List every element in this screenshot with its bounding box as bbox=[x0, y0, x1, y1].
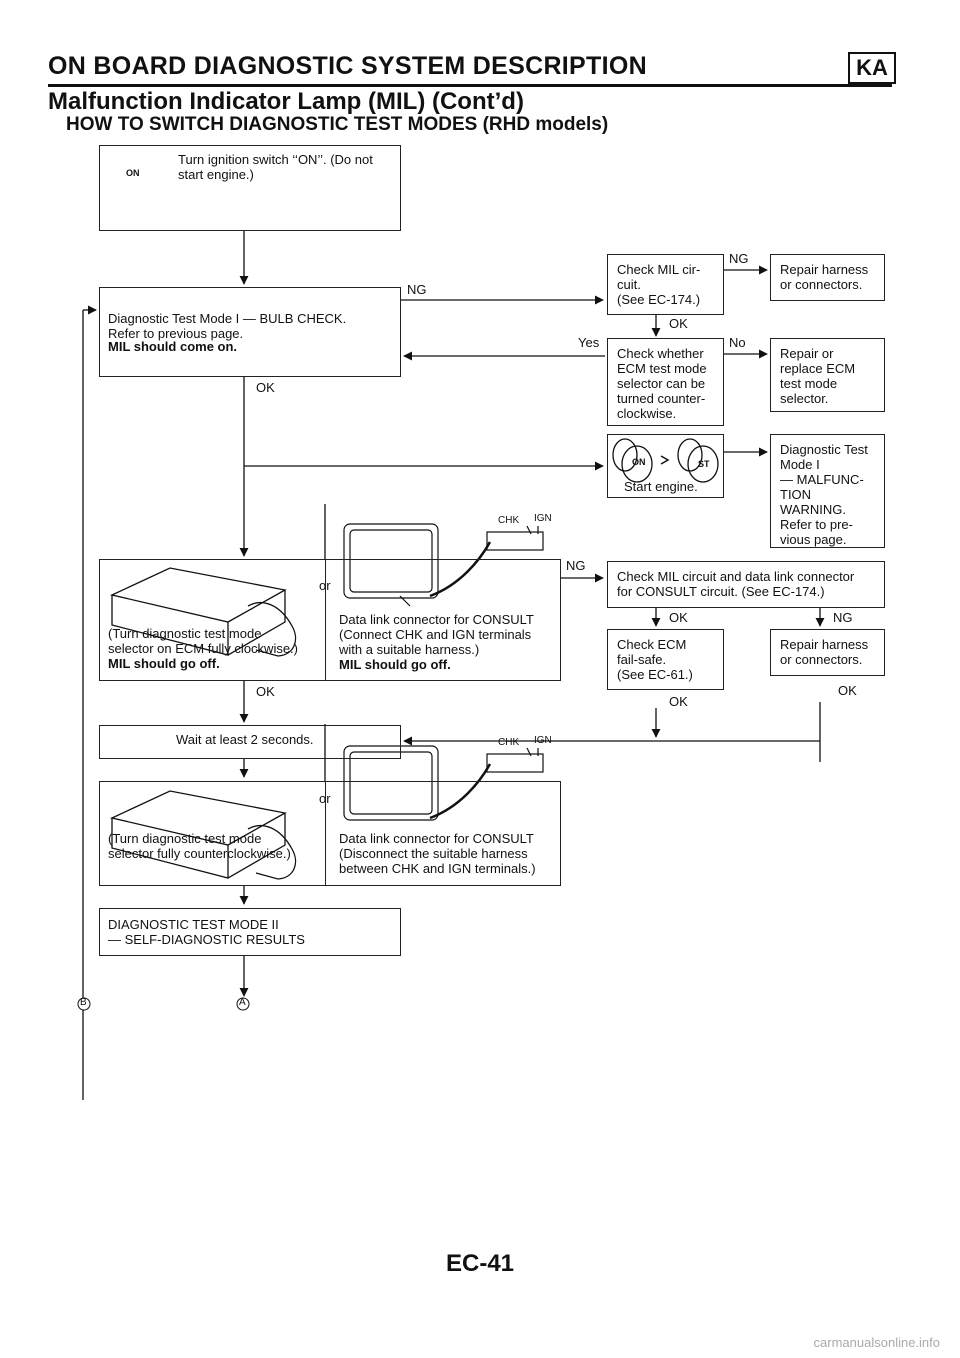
mode1-bulb-check-text: Diagnostic Test Mode I — BULB CHECK. Ref… bbox=[108, 311, 347, 341]
mil-go-off-divider bbox=[325, 559, 326, 681]
mode2-text: DIAGNOSTIC TEST MODE II — SELF-DIAGNOSTI… bbox=[108, 917, 305, 947]
check-selector-box bbox=[607, 338, 724, 426]
mode1-ok-label: OK bbox=[256, 380, 275, 395]
engine-badge: KA bbox=[848, 52, 896, 84]
turn-clockwise-mil-off: MIL should go off. bbox=[108, 656, 220, 671]
turn-ccw-text: (Turn diagnostic test mode selector full… bbox=[108, 831, 291, 861]
wait-box bbox=[99, 725, 401, 759]
check-mil-ok-label: OK bbox=[669, 316, 688, 331]
no-label: No bbox=[729, 335, 746, 350]
check-ecm-failsafe-box bbox=[607, 629, 724, 690]
mode2-box bbox=[99, 908, 401, 956]
repair-harness-text-2: Repair harness or connectors. bbox=[780, 637, 869, 667]
check-ecm-ok-label: OK bbox=[669, 694, 688, 709]
mode1-mil-on-text: MIL should come on. bbox=[108, 339, 238, 354]
turn-ccw-box bbox=[99, 781, 561, 886]
repair-ecm-selector-box bbox=[770, 338, 885, 412]
yes-label: Yes bbox=[578, 335, 600, 350]
or-label-2: or bbox=[319, 791, 331, 806]
start-engine-text: Start engine. bbox=[624, 479, 698, 494]
check-mil-circuit-text: Check MIL cir- cuit. (See EC-174.) bbox=[617, 262, 701, 307]
header-title: ON BOARD DIAGNOSTIC SYSTEM DESCRIPTION bbox=[48, 52, 647, 80]
check-mil-consult-text: Check MIL circuit and data link connecto… bbox=[617, 569, 855, 599]
header-rule bbox=[48, 84, 892, 87]
check-mil-circuit-box bbox=[607, 254, 724, 315]
check-mil-ng-label: NG bbox=[729, 251, 749, 266]
watermark: carmanualsonline.info bbox=[813, 1335, 940, 1350]
check-ecm-failsafe-text: Check ECM fail-safe. (See EC-61.) bbox=[617, 637, 693, 682]
mil-go-off-ng-label: NG bbox=[566, 558, 586, 573]
ignition-on-box bbox=[99, 145, 401, 231]
header-subtitle: Malfunction Indicator Lamp (MIL) (Cont’d… bbox=[48, 88, 524, 115]
consult-disconnect-text: Data link connector for CONSULT (Disconn… bbox=[339, 831, 536, 876]
repair-harness-box-2 bbox=[770, 629, 885, 676]
mode1-ng-label: NG bbox=[407, 282, 427, 297]
start-key-on-label: ON bbox=[632, 457, 646, 467]
turn-ccw-divider bbox=[325, 781, 326, 886]
consult-connect-mil-off: MIL should go off. bbox=[339, 657, 451, 672]
chk-label-2: CHK bbox=[498, 737, 520, 748]
ign-label-1: IGN bbox=[534, 513, 552, 524]
start-key-st-label: ST bbox=[698, 459, 710, 469]
page-number: EC-41 bbox=[445, 1250, 515, 1277]
repair-harness-box-1 bbox=[770, 254, 885, 301]
connector-a-label: A bbox=[239, 997, 246, 1008]
ign-label-2: IGN bbox=[534, 735, 552, 746]
repair-harness-text-1: Repair harness or connectors. bbox=[780, 262, 869, 292]
check-selector-text: Check whether ECM test mode selector can… bbox=[617, 346, 707, 421]
wait-text: Wait at least 2 seconds. bbox=[176, 732, 314, 747]
mil-go-off-ok-label: OK bbox=[256, 684, 275, 699]
ignition-on-text: Turn ignition switch ‘‘ON’’. (Do not sta… bbox=[178, 152, 373, 182]
consult-connect-text: Data link connector for CONSULT (Connect… bbox=[339, 612, 534, 657]
turn-clockwise-text: (Turn diagnostic test mode selector on E… bbox=[108, 626, 298, 656]
ignition-key-on-label: ON bbox=[126, 168, 140, 178]
check-mil-consult-ng-label: NG bbox=[833, 610, 853, 625]
connector-b-label: B bbox=[80, 997, 87, 1008]
start-engine-box bbox=[607, 434, 724, 498]
repair-ecm-selector-text: Repair or replace ECM test mode selector… bbox=[780, 346, 856, 406]
check-mil-consult-ok-label: OK bbox=[669, 610, 688, 625]
check-mil-consult-box bbox=[607, 561, 885, 608]
mil-go-off-box bbox=[99, 559, 561, 681]
repair-harness2-ok-label: OK bbox=[838, 683, 857, 698]
mode1-malfunction-text: Diagnostic Test Mode I — MALFUNC- TION W… bbox=[780, 442, 868, 547]
chk-label-1: CHK bbox=[498, 515, 520, 526]
mode1-malfunction-box bbox=[770, 434, 885, 548]
mode1-bulb-check-box bbox=[99, 287, 401, 377]
or-label-1: or bbox=[319, 578, 331, 593]
section-title: HOW TO SWITCH DIAGNOSTIC TEST MODES (RHD… bbox=[66, 114, 609, 135]
